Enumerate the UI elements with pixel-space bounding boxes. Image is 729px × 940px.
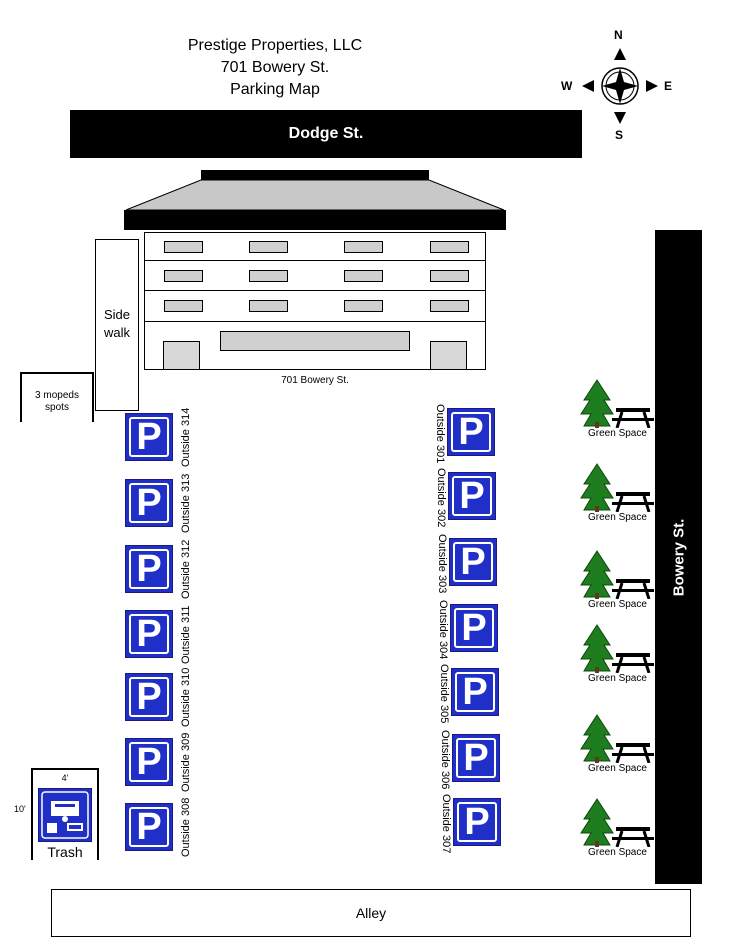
parking-sign: P xyxy=(125,545,173,593)
compass-south: S xyxy=(615,128,624,142)
spot-label-311: Outside 311 xyxy=(180,605,192,664)
window xyxy=(430,241,469,253)
green-space-label: Green Space xyxy=(588,673,647,684)
building-label: 701 Bowery St. xyxy=(281,375,349,386)
parking-sign: P xyxy=(448,472,496,520)
compass-west: W xyxy=(561,79,573,93)
tree-picnic-icon xyxy=(580,463,654,513)
green-space: Green Space xyxy=(580,549,660,613)
window xyxy=(249,241,288,253)
trash-label: Trash xyxy=(47,844,83,860)
parking-sign: P xyxy=(453,798,501,846)
parking-sign: P xyxy=(125,738,173,786)
spot-label-301: Outside 301 xyxy=(434,404,446,464)
company-name: Prestige Properties, LLC xyxy=(187,37,363,54)
map-title: Parking Map xyxy=(230,81,320,98)
compass-north: N xyxy=(614,28,623,42)
compass-rose: N S W E xyxy=(558,26,682,146)
building xyxy=(144,232,486,370)
sidewalk: Side walk xyxy=(95,239,139,411)
spot-label-304: Outside 304 xyxy=(437,600,449,660)
parking-sign: P xyxy=(450,604,498,652)
trash-width-label: 4' xyxy=(61,773,69,783)
bowery-street-label: Bowery St. xyxy=(670,518,687,596)
green-space-label: Green Space xyxy=(588,763,647,774)
compass-icon xyxy=(582,48,658,124)
green-space: Green Space xyxy=(580,623,660,687)
window xyxy=(344,270,383,282)
green-space: Green Space xyxy=(580,797,660,861)
parking-sign: P xyxy=(447,408,495,456)
tree-picnic-icon xyxy=(580,550,654,600)
parking-sign: P xyxy=(452,734,500,782)
tree-picnic-icon xyxy=(580,714,654,764)
parking-sign: P xyxy=(449,538,497,586)
alley: Alley xyxy=(51,889,691,937)
building-roof xyxy=(124,170,506,232)
moped-area: 3 mopeds spots xyxy=(20,372,94,422)
spot-label-303: Outside 303 xyxy=(436,534,448,594)
green-space: Green Space xyxy=(580,462,660,526)
spot-label-309: Outside 309 xyxy=(180,732,192,792)
trash-height-label: 10' xyxy=(14,804,26,814)
window xyxy=(430,300,469,312)
window xyxy=(164,300,203,312)
window xyxy=(344,300,383,312)
window xyxy=(430,270,469,282)
window xyxy=(164,241,203,253)
door-left xyxy=(163,341,200,370)
trash-enclosure: 4' Trash xyxy=(31,768,99,860)
green-space-label: Green Space xyxy=(588,847,647,858)
parking-sign: P xyxy=(451,668,499,716)
parking-sign: P xyxy=(125,803,173,851)
sidewalk-label: Side walk xyxy=(103,307,131,340)
green-space: Green Space xyxy=(580,713,660,777)
window xyxy=(249,270,288,282)
compass-east: E xyxy=(664,79,673,93)
tree-picnic-icon xyxy=(580,624,654,674)
dodge-street-label: Dodge St. xyxy=(288,125,364,142)
tree-picnic-icon xyxy=(580,798,654,848)
window xyxy=(249,300,288,312)
moped-label: 3 mopeds spots xyxy=(35,390,79,413)
dodge-street: Dodge St. xyxy=(70,110,582,158)
window xyxy=(164,270,203,282)
dumpster-icon xyxy=(38,788,92,842)
alley-label: Alley xyxy=(355,905,387,921)
spot-label-313: Outside 313 xyxy=(180,473,192,533)
tree-picnic-icon xyxy=(580,379,654,429)
spot-label-307: Outside 307 xyxy=(440,794,452,854)
spot-label-305: Outside 305 xyxy=(438,664,450,724)
property-address: 701 Bowery St. xyxy=(220,59,330,76)
parking-sign: P xyxy=(125,610,173,658)
bowery-street: Bowery St. xyxy=(655,230,702,884)
spot-label-314: Outside 314 xyxy=(180,407,192,467)
spot-label-312: Outside 312 xyxy=(180,539,192,599)
green-space-label: Green Space xyxy=(588,428,647,439)
parking-sign: P xyxy=(125,479,173,527)
green-space-label: Green Space xyxy=(588,512,647,523)
green-space-label: Green Space xyxy=(588,599,647,610)
green-space: Green Space xyxy=(580,378,660,442)
spot-label-302: Outside 302 xyxy=(435,468,447,528)
parking-sign: P xyxy=(125,673,173,721)
window xyxy=(344,241,383,253)
parking-sign: P xyxy=(125,413,173,461)
spot-label-306: Outside 306 xyxy=(439,730,451,790)
spot-label-310: Outside 310 xyxy=(180,667,192,727)
door-right xyxy=(430,341,467,370)
storefront-window xyxy=(220,331,410,351)
spot-label-308: Outside 308 xyxy=(180,797,192,857)
